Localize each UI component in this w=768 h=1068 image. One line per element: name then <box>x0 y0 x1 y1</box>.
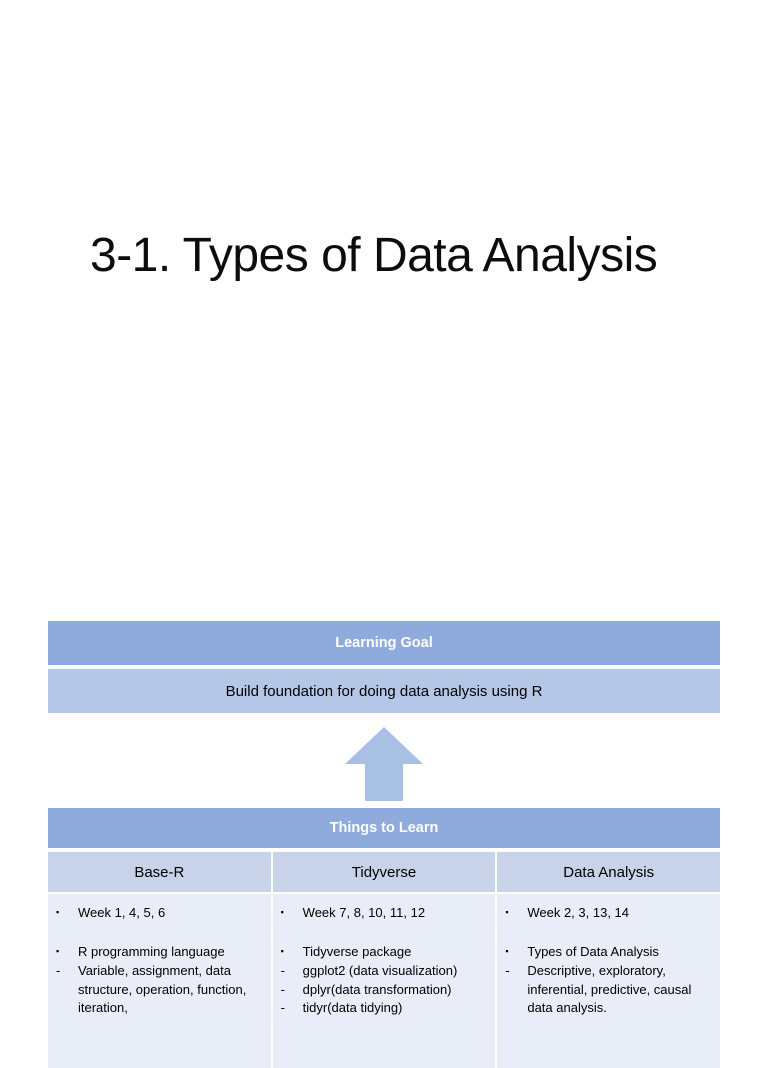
sub-bullet-label: tidyr(data tidying) <box>302 1000 403 1016</box>
sub-bullet-label: Descriptive, exploratory, inferential, p… <box>527 962 692 1016</box>
list-item: ▪ Types of Data Analysis - Descriptive, … <box>505 943 712 1018</box>
table-body-row: ▪ Week 1, 4, 5, 6 ▪ R programming langua… <box>48 892 721 1068</box>
sub-bullet-label: dplyr(data transformation) <box>302 981 452 997</box>
sub-bullet-row: - Variable, assignment, data structure, … <box>56 962 263 1019</box>
sub-bullet-row: - tidyr(data tidying) <box>281 999 488 1018</box>
things-to-learn-header: Things to Learn <box>48 808 720 848</box>
sub-bullet-row: - dplyr(data transformation) <box>281 981 488 1000</box>
square-bullet-icon: ▪ <box>280 907 284 917</box>
bullet-label: Tidyverse package <box>302 943 412 959</box>
learning-goal-header: Learning Goal <box>48 621 720 665</box>
bullet-row: ▪ Week 2, 3, 13, 14 <box>505 904 712 923</box>
list-item: ▪ Week 1, 4, 5, 6 <box>56 904 263 923</box>
column-header-data-analysis: Data Analysis <box>497 852 721 892</box>
bullet-label: Week 2, 3, 13, 14 <box>527 905 630 920</box>
square-bullet-icon: ▪ <box>280 945 284 956</box>
column-header-tidyverse: Tidyverse <box>272 852 498 892</box>
things-to-learn-table: Base-R Tidyverse Data Analysis ▪ Week 1,… <box>48 852 721 1068</box>
learning-goal-body: Build foundation for doing data analysis… <box>48 669 720 713</box>
table-cell-tidyverse: ▪ Week 7, 8, 10, 11, 12 ▪ Tidyverse pack… <box>272 892 498 1068</box>
sub-bullet-row: - ggplot2 (data visualization) <box>281 962 488 981</box>
sub-bullet-label: ggplot2 (data visualization) <box>302 962 458 978</box>
sub-bullet-label: Variable, assignment, data structure, op… <box>78 962 247 1016</box>
list-item: ▪ R programming language - Variable, ass… <box>56 943 263 1018</box>
list-item: ▪ Tidyverse package - ggplot2 (data visu… <box>281 943 488 1018</box>
table-cell-base-r: ▪ Week 1, 4, 5, 6 ▪ R programming langua… <box>48 892 273 1068</box>
table-header-row: Base-R Tidyverse Data Analysis <box>48 852 721 892</box>
bullet-label: Week 7, 8, 10, 11, 12 <box>302 905 426 920</box>
bullet-row: ▪ Tidyverse package <box>281 943 488 962</box>
bullet-row: ▪ Types of Data Analysis <box>505 943 712 962</box>
list-item: ▪ Week 7, 8, 10, 11, 12 <box>281 904 488 923</box>
square-bullet-icon: ▪ <box>56 907 60 917</box>
bullet-label: Week 1, 4, 5, 6 <box>78 905 166 920</box>
bullet-label: R programming language <box>78 943 225 959</box>
list-item: ▪ Week 2, 3, 13, 14 <box>505 904 712 923</box>
dash-bullet-icon: - <box>505 962 510 978</box>
bullet-row: ▪ Week 7, 8, 10, 11, 12 <box>281 904 488 923</box>
table-cell-data-analysis: ▪ Week 2, 3, 13, 14 ▪ Types of Data Anal… <box>497 892 721 1068</box>
square-bullet-icon: ▪ <box>56 945 60 956</box>
square-bullet-icon: ▪ <box>505 907 509 917</box>
page-title: 3-1. Types of Data Analysis <box>90 229 658 282</box>
sub-bullet-row: - Descriptive, exploratory, inferential,… <box>505 962 712 1019</box>
bullet-row: ▪ R programming language <box>56 943 263 962</box>
dash-bullet-icon: - <box>280 962 286 978</box>
square-bullet-icon: ▪ <box>505 945 509 956</box>
dash-bullet-icon: - <box>280 1000 286 1016</box>
up-arrow-icon <box>345 727 423 801</box>
dash-bullet-icon: - <box>56 962 61 978</box>
slide-canvas: { "slide": { "title": "3-1. Types of Dat… <box>48 229 721 1068</box>
dash-bullet-icon: - <box>280 981 286 997</box>
column-header-base-r: Base-R <box>48 852 273 892</box>
bullet-row: ▪ Week 1, 4, 5, 6 <box>56 904 263 923</box>
bullet-label: Types of Data Analysis <box>527 943 659 959</box>
